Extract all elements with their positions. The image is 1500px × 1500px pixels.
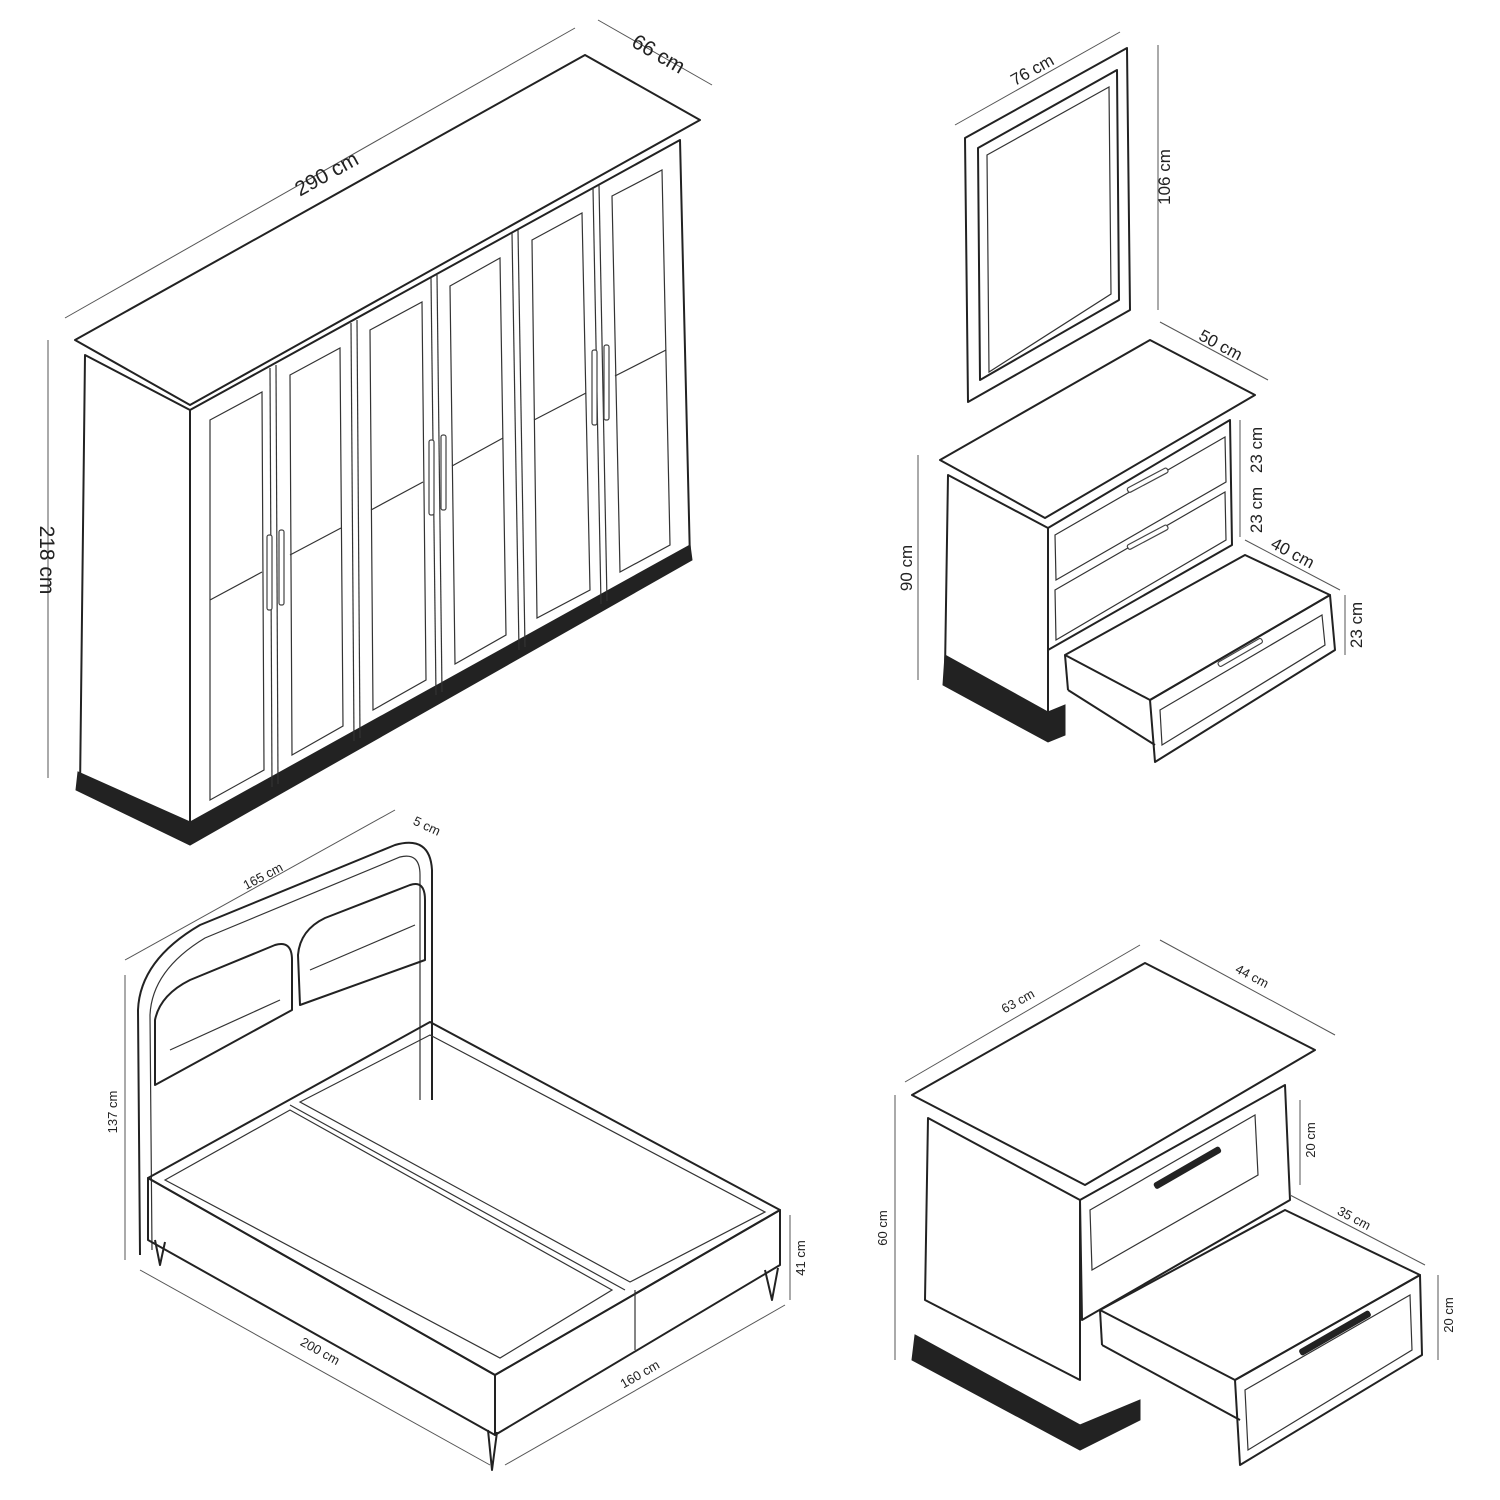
- wardrobe-plinth: [75, 544, 693, 846]
- nightstand-side: [924, 1117, 1081, 1381]
- bed-headboard-height-label: 137 cm: [105, 1091, 120, 1134]
- dresser-height-label: 90 cm: [897, 545, 916, 591]
- bed-width-label: 160 cm: [618, 1357, 662, 1391]
- nightstand-width-label: 63 cm: [999, 986, 1037, 1016]
- wardrobe-top: [74, 54, 701, 406]
- nightstand-depth-label: 44 cm: [1233, 961, 1271, 991]
- dresser-plinth: [942, 654, 1066, 743]
- wardrobe-handles: [266, 344, 610, 611]
- bed-headboard: [137, 841, 433, 1256]
- nightstand-drawer1-height-label: 20 cm: [1303, 1122, 1318, 1157]
- dresser: 50 cm 23 cm 23 cm 90 cm 40 cm 23 cm: [897, 321, 1366, 763]
- nightstand-plinth: [911, 1334, 1141, 1451]
- dresser-drawer1-height-label: 23 cm: [1247, 427, 1266, 473]
- nightstand-drawer2-height-label: 20 cm: [1441, 1297, 1456, 1332]
- bed-length-label: 200 cm: [298, 1334, 343, 1368]
- bed-outer-width-label: 165 cm: [241, 859, 286, 892]
- wardrobe-width-label: 290 cm: [291, 148, 362, 202]
- bed-headboard-panel-right: [297, 883, 426, 1006]
- bed-headboard-panel-left: [154, 943, 293, 1086]
- wardrobe-height-label: 218 cm: [35, 526, 58, 595]
- bed-headboard-thickness-label: 5 cm: [411, 813, 443, 839]
- nightstand: 63 cm 44 cm 20 cm 60 cm 35 cm 20 cm: [875, 939, 1456, 1466]
- dresser-depth-label: 50 cm: [1196, 326, 1246, 365]
- wardrobe-dimension-lines: [47, 19, 713, 778]
- wardrobe-doors: [209, 169, 671, 802]
- wardrobe-depth-label: 66 cm: [628, 30, 689, 79]
- dresser-drawer2-height-label: 23 cm: [1247, 487, 1266, 533]
- nightstand-open-drawer: [1099, 1209, 1423, 1466]
- nightstand-top: [911, 962, 1316, 1186]
- bed-frame-side: [147, 1177, 496, 1436]
- mirror-width-label: 76 cm: [1007, 51, 1057, 90]
- dresser-drawer3-height-label: 23 cm: [1347, 602, 1366, 648]
- mirror-height-label: 106 cm: [1155, 149, 1174, 205]
- dresser-open-drawer: [1064, 554, 1336, 763]
- nightstand-height-label: 60 cm: [875, 1210, 890, 1245]
- mirror: 76 cm 106 cm: [954, 31, 1174, 403]
- wardrobe-side: [79, 354, 191, 841]
- dresser-drawer-depth-label: 40 cm: [1268, 534, 1318, 573]
- dresser-top: [939, 339, 1256, 519]
- bed: 5 cm 165 cm 137 cm 41 cm 200 cm 160 cm: [105, 809, 808, 1471]
- bed-frame-foot: [494, 1209, 781, 1436]
- bed-frame-height-label: 41 cm: [793, 1240, 808, 1275]
- wardrobe: 290 cm 66 cm 218 cm: [35, 19, 713, 846]
- mirror-frame: [964, 47, 1131, 403]
